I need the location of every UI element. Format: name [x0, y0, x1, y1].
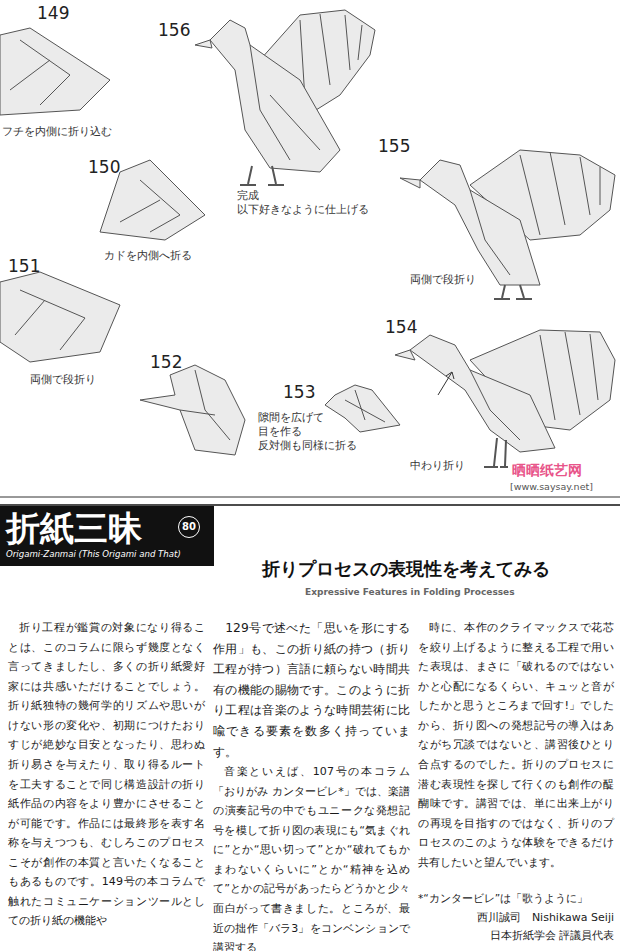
- header-band: 折紙三昧Origami-Zanmai (This Origami and Tha…: [0, 506, 214, 566]
- step-caption: カドを内側へ折る: [104, 248, 192, 262]
- step-number: 156: [158, 20, 190, 40]
- watermark-url: [www.saysay.net]: [510, 481, 593, 493]
- step-caption: 両側で段折り: [30, 372, 96, 386]
- article-subtitle: Expressive Features in Folding Processes: [305, 586, 515, 598]
- body-text: 129号で述べた「思いを形にする作用」も、この折り紙の持つ（折り工程が持つ）言語…: [213, 618, 410, 762]
- step-caption: 中わり折り: [410, 458, 465, 472]
- body-text: 音楽といえば、107号の本コラム「おりがみ カンタービレ*」では、楽譜の演奏記号…: [213, 762, 410, 951]
- body-text: 時に、本作のクライマックスで花芯を絞り上げるように整える工程で用いた表現は、まさ…: [418, 618, 614, 872]
- step-number: 154: [385, 317, 417, 337]
- step-number: 155: [378, 136, 410, 156]
- body-text: 折り工程が鑑賞の対象になり得ることは、このコラムに限らず幾度となく言ってきました…: [8, 618, 205, 931]
- column-subtitle: Origami-Zanmai (This Origami and That): [0, 548, 214, 562]
- step-number: 152: [150, 352, 182, 372]
- step-caption: 両側で段折り: [410, 272, 476, 286]
- footnote: *“カンタービレ”は「歌うように」: [418, 890, 614, 906]
- issue-circle: 80: [178, 516, 200, 538]
- column-title: 折紙三昧: [0, 506, 214, 548]
- step-caption: 完成 以下好きなように仕上げる: [237, 188, 377, 216]
- issue-number: 80: [182, 521, 196, 533]
- author-affiliation: 日本折紙学会 評議員代表: [418, 928, 614, 944]
- step-caption: フチを内側に折り込む: [2, 124, 112, 138]
- step-number: 150: [88, 157, 120, 177]
- step-caption: 隙間を広げて 目を作る 反対側も同様に折る: [258, 410, 370, 452]
- step-number: 151: [8, 256, 40, 276]
- step-number: 153: [283, 382, 315, 402]
- article-title: 折りプロセスの表現性を考えてみる: [262, 558, 550, 580]
- step-number: 149: [37, 3, 69, 23]
- author-name: 西川誠司 Nishikawa Seiji: [418, 910, 614, 926]
- watermark: 晒晒纸艺网: [512, 462, 582, 479]
